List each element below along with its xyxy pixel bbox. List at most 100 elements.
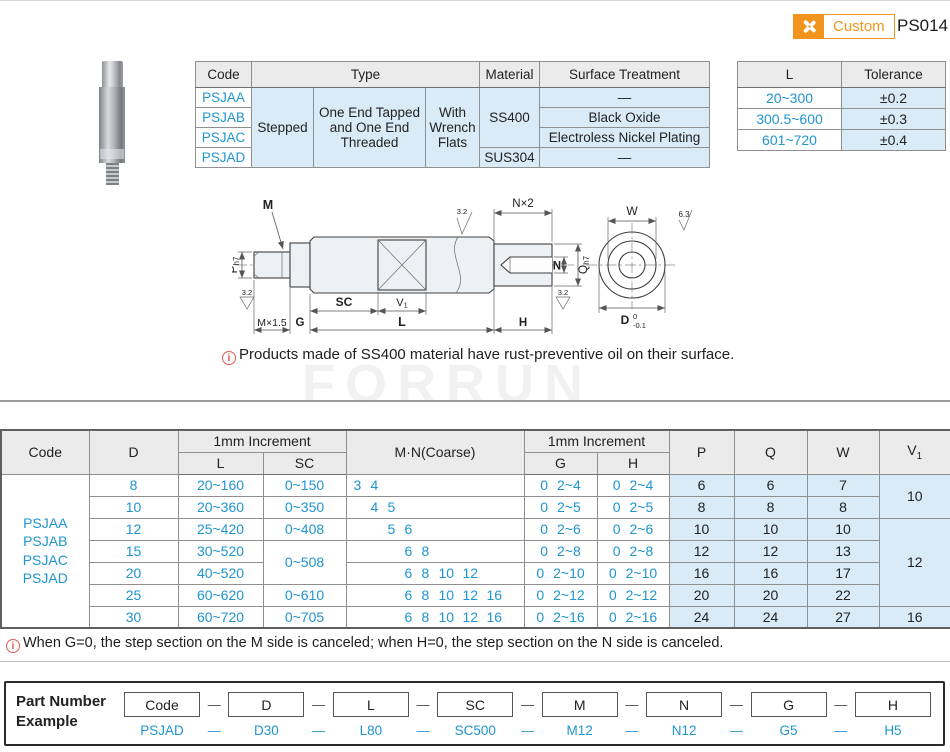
cell-w: 27 (806, 605, 880, 629)
spec-surface: Black Oxide (539, 107, 710, 128)
tol-l-range: 20~300 (737, 87, 842, 109)
cell-v1: 16 (878, 605, 950, 629)
pn-separator: —— (625, 697, 639, 738)
wrench-flats-box (377, 239, 427, 291)
cell-w: 8 (806, 495, 880, 519)
tapped-hole (500, 256, 552, 274)
dim-label-m15: M×1.5 (257, 317, 287, 329)
table-row: 300.5~600 ±0.3 (737, 108, 946, 130)
pn-separator: —— (207, 697, 221, 738)
roughness-3_2: 3.2 (457, 207, 467, 216)
end-view-centerlines (586, 223, 678, 309)
custom-badge[interactable]: Custom (793, 14, 895, 39)
material-note-text: Products made of SS400 material have rus… (239, 346, 735, 363)
cell-q: 8 (733, 495, 808, 519)
part-number-row: Code PSJAD —— D D30 —— L L80 —— SC SC500… (124, 692, 931, 738)
cell-d: 30 (88, 605, 179, 629)
dim-label-p: Ph7 (232, 256, 241, 273)
step-collar (289, 242, 311, 288)
dim-label-q: Qh7 (576, 255, 591, 274)
photo-top-step (101, 61, 123, 87)
cell-l: 60~620 (177, 583, 264, 607)
spec-header-material: Material (479, 61, 540, 88)
break-line (454, 236, 461, 294)
technical-drawing: Ph7 M 3.2 3.2 3.2 N×2 N Qh7 SC (232, 198, 693, 334)
pn-field-g: G G5 (750, 692, 827, 738)
col-header-code: Code (0, 429, 90, 475)
col-header-mn: M·N(Coarse) (345, 429, 525, 475)
spec-header-surface: Surface Treatment (539, 61, 710, 88)
col-header-h: H (596, 451, 670, 475)
cell-q: 12 (733, 539, 808, 563)
photo-highlight (100, 149, 124, 159)
dim-label-w: W (626, 204, 638, 218)
cell-sc: 0~150 (262, 473, 347, 497)
section-divider (0, 400, 950, 402)
dim-label-n: N (553, 261, 561, 273)
pn-separator: —— (729, 697, 743, 738)
cell-sc: 0~350 (262, 495, 347, 519)
cell-v1: 12 (878, 517, 950, 607)
tol-l-range: 300.5~600 (737, 108, 842, 130)
cell-l: 20~360 (177, 495, 264, 519)
tolerance-table: L Tolerance 20~300 ±0.2 300.5~600 ±0.3 6… (737, 61, 946, 151)
roughness-6_3: 6.3 (678, 210, 690, 219)
pn-separator: —— (312, 697, 326, 738)
pn-field-d: D D30 (228, 692, 305, 738)
spec-code: PSJAA (195, 87, 252, 108)
col-header-p: P (668, 429, 735, 475)
col-header-q: Q (733, 429, 808, 475)
cell-p: 10 (668, 517, 735, 541)
end-view-outer (598, 231, 666, 299)
cell-q: 10 (733, 517, 808, 541)
dim-d-tol-lower: -0.1 (633, 321, 646, 330)
step-note-text: When G=0, the step section on the M side… (23, 635, 724, 651)
cell-l: 20~160 (177, 473, 264, 497)
cell-w: 13 (806, 539, 880, 563)
dimension-table: Code D 1mm Increment M·N(Coarse) 1mm Inc… (0, 429, 950, 629)
dim-label-nx2: N×2 (512, 198, 533, 210)
wrench-flats-cross (377, 239, 427, 291)
spec-surface: — (539, 147, 710, 168)
cell-p: 16 (668, 561, 735, 585)
cell-d: 20 (88, 561, 179, 585)
cell-l: 60~720 (177, 605, 264, 629)
dim-label-h: H (519, 317, 527, 329)
pn-field-n: N N12 (646, 692, 723, 738)
thread-detail (253, 251, 283, 279)
page-code: PS014 (897, 16, 949, 35)
section-divider (0, 661, 950, 662)
tol-header-tolerance: Tolerance (841, 61, 946, 88)
pn-field-h: H H5 (854, 692, 931, 738)
spec-code: PSJAD (195, 147, 252, 168)
cell-w: 17 (806, 561, 880, 585)
dim-label-g: G (296, 317, 305, 329)
cell-p: 6 (668, 473, 735, 497)
pn-field-sc: SC SC500 (437, 692, 514, 738)
col-header-v1: V1 (878, 429, 950, 475)
spec-code: PSJAB (195, 107, 252, 128)
col-header-w: W (806, 429, 880, 475)
cell-p: 8 (668, 495, 735, 519)
cell-w: 7 (806, 473, 880, 497)
cell-d: 12 (88, 517, 179, 541)
table-row: PSJAA Stepped One End Tapped and One End… (195, 87, 710, 168)
tol-l-range: 601~720 (737, 129, 842, 151)
info-icon: i (6, 639, 20, 653)
custom-badge-label: Custom (833, 18, 885, 35)
spec-surface: Electroless Nickel Plating (539, 127, 710, 148)
col-header-increment-lsc: 1mm Increment (177, 429, 347, 453)
spec-material: SS400 (479, 87, 540, 148)
